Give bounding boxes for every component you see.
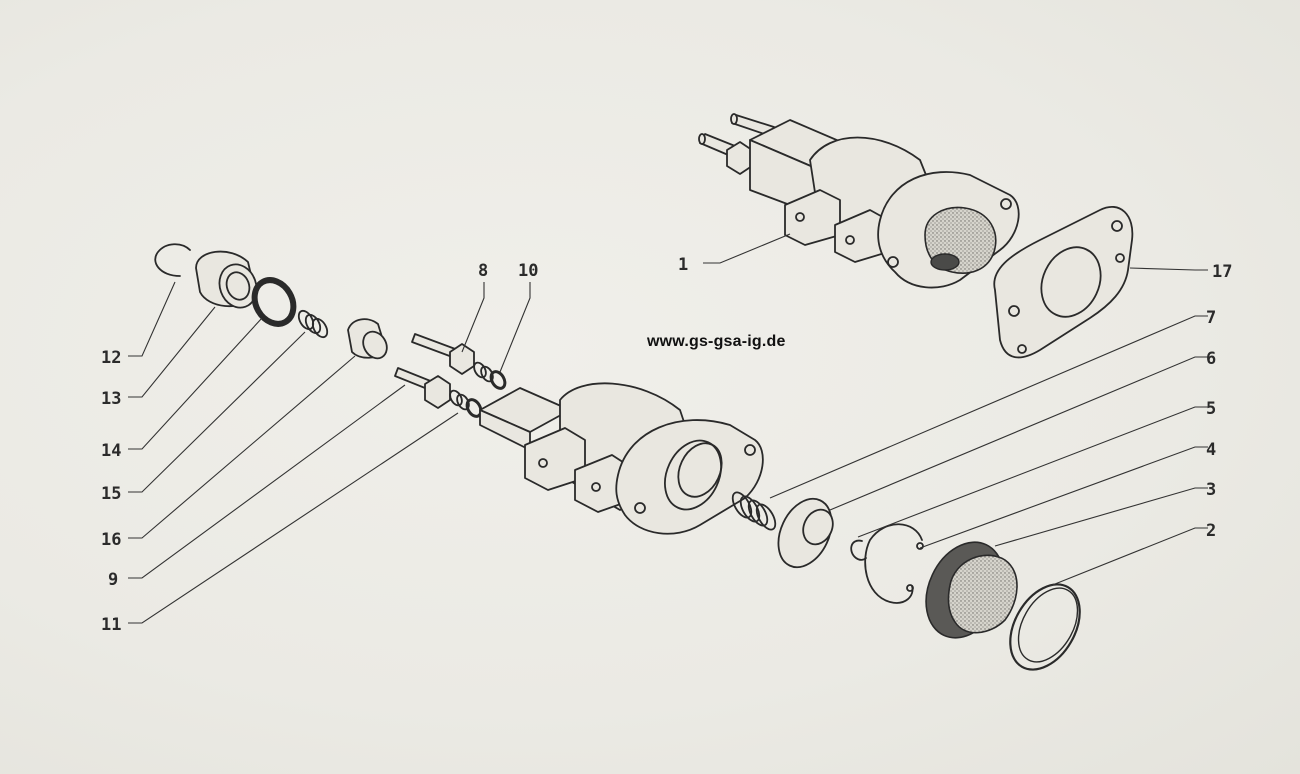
label-part-16: 16 [101,530,121,550]
part-12-circlip [154,243,191,277]
label-part-8: 8 [478,261,488,281]
part-labels: 1 2 3 4 5 6 7 8 9 10 11 12 13 14 15 16 1… [101,255,1232,635]
label-part-10: 10 [518,261,538,281]
part-7-spring [731,491,777,531]
label-part-9: 9 [108,570,118,590]
part-4-circlip [864,523,924,604]
part-13-bushing [195,250,258,309]
part-3-dust-boot [925,541,1018,639]
cylinder-housing [479,382,764,535]
leader-lines [128,233,1208,624]
part-5-clip [850,539,867,561]
part-17-gasket [993,205,1134,359]
label-part-6: 6 [1206,349,1216,369]
watermark-url: www.gs-gsa-ig.de [647,333,786,350]
part-14-seal-ring [251,277,297,327]
part-6-piston-disc [777,497,834,569]
part-15-spring [297,309,329,339]
label-part-7: 7 [1206,308,1216,328]
label-part-15: 15 [101,484,121,504]
part-2-ring [1009,583,1081,671]
label-part-5: 5 [1206,399,1216,419]
label-part-2: 2 [1206,521,1216,541]
label-part-17: 17 [1212,262,1232,282]
label-part-12: 12 [101,348,121,368]
label-part-14: 14 [101,441,121,461]
label-part-3: 3 [1206,480,1216,500]
part-1-cylinder-assembly [698,113,1020,289]
label-part-1: 1 [678,255,688,275]
part-9-valve-pin [394,367,451,409]
label-part-13: 13 [101,389,121,409]
part-10-spring-seal [473,361,507,390]
part-11-spring-seal [449,389,483,418]
label-part-4: 4 [1206,440,1216,460]
label-part-11: 11 [101,615,121,635]
part-8-valve-pin [411,333,475,375]
part-16-piston [347,318,388,360]
